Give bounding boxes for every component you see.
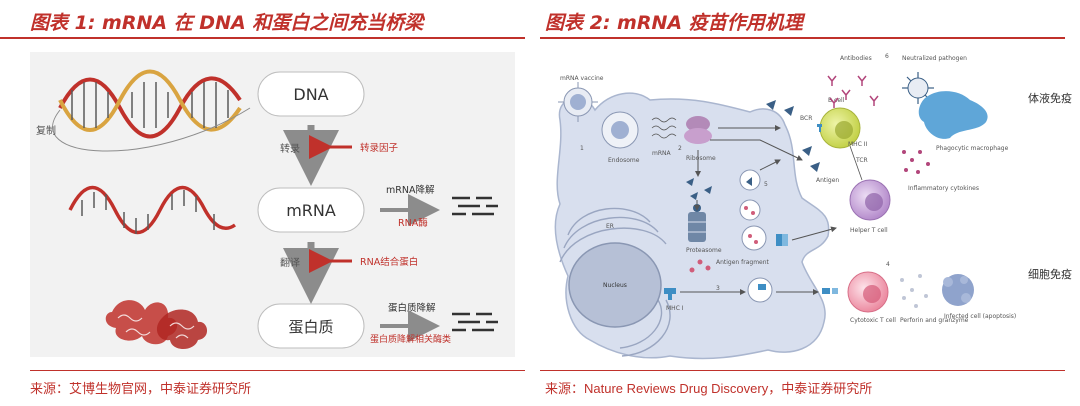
mrna-label: mRNA xyxy=(286,201,336,220)
dna-mrna-protein-diagram: 复制 DNA 转录 转录因子 mRNA mRNA降解 RNA酶 xyxy=(30,52,515,357)
helper-t-cell-label: Helper T cell xyxy=(850,227,888,234)
antibody-icons xyxy=(827,75,879,108)
protease-label: 蛋白质降解相关酶类 xyxy=(370,333,451,345)
ribosome-label: Ribosome xyxy=(686,155,716,162)
cytotoxic-t-cell-nucleus xyxy=(863,285,881,303)
protein-degradation-label: 蛋白质降解 xyxy=(388,302,436,314)
endosome-label: Endosome xyxy=(608,157,640,164)
ribosome-icon xyxy=(684,116,712,144)
step-5-label: 5 xyxy=(764,181,768,188)
mrna-vaccine-mechanism-diagram: mRNA vaccine Endosome 1 mRNA 2 Ribosome xyxy=(545,50,1072,365)
antibodies-label: Antibodies xyxy=(840,55,872,62)
figure-2-source: 来源：Nature Reviews Drug Discovery，中泰证券研究所 xyxy=(545,381,873,396)
humoral-immunity-label: 体液免疫 xyxy=(1028,91,1072,105)
mhc-1-icon xyxy=(664,288,676,300)
perforin-granzyme-label: Perforin and granzyme xyxy=(900,317,969,324)
figure-1-title: 图表 1: mRNA 在 DNA 和蛋白之间充当桥梁 xyxy=(30,12,424,34)
secreted-antigen-icons xyxy=(766,100,820,172)
degraded-mrna-icon xyxy=(452,196,498,216)
perforin-granzyme-dots xyxy=(900,274,928,308)
mrna-vaccine-particle-icon xyxy=(558,82,598,122)
step-4-label: 4 xyxy=(886,261,890,268)
rnase-label: RNA酶 xyxy=(398,217,428,229)
proteasome-label: Proteasome xyxy=(686,247,722,254)
mrna-vaccine-label: mRNA vaccine xyxy=(560,75,604,82)
title-rule xyxy=(0,37,525,39)
protein-structure-icon xyxy=(105,300,208,349)
mhc-2-label: MHC II xyxy=(848,141,868,148)
mrna-degradation-label: mRNA降解 xyxy=(386,184,435,196)
rna-binding-protein-label: RNA结合蛋白 xyxy=(360,256,418,268)
dna-box xyxy=(257,71,365,117)
figure-1-source: 来源：艾博生物官网，中泰证券研究所 xyxy=(30,382,252,397)
protein-box xyxy=(257,303,365,349)
mrna-box xyxy=(257,187,365,233)
pathway-arrows xyxy=(680,125,837,295)
neutralized-pathogen-icon xyxy=(902,72,934,104)
step-2-label: 2 xyxy=(678,145,682,152)
mhc-2-presenting-icon xyxy=(776,234,788,246)
vesicles xyxy=(739,169,773,303)
translation-label: 翻译 xyxy=(280,257,300,269)
dna-helix-icon xyxy=(58,69,242,139)
macrophage xyxy=(918,91,988,139)
title-rule-right xyxy=(540,37,1065,39)
figure-2-title: 图表 2: mRNA 疫苗作用机理 xyxy=(545,12,803,34)
phagocytic-macrophage-label: Phagocytic macrophage xyxy=(936,145,1009,152)
replication-loop xyxy=(52,107,251,152)
replication-label: 复制 xyxy=(36,124,56,137)
antigen-label: Antigen xyxy=(816,177,839,184)
endoplasmic-reticulum-icon xyxy=(559,207,671,357)
neutralized-pathogen-label: Neutralized pathogen xyxy=(902,55,967,62)
antigen-protein-icons xyxy=(686,178,712,200)
source-rule xyxy=(30,370,525,371)
source-rule-right xyxy=(540,370,1065,371)
step-1-label: 1 xyxy=(580,145,584,152)
er-label: ER xyxy=(606,223,614,230)
tcr-label: TCR xyxy=(855,157,868,164)
nucleus xyxy=(568,242,662,328)
mrna-label: mRNA xyxy=(652,150,672,157)
endosome-icon xyxy=(601,111,639,149)
step-6-label: 6 xyxy=(885,53,889,60)
tcr-mhc-1-contact-icon xyxy=(822,288,838,294)
transcription-label: 转录 xyxy=(280,142,300,155)
cellular-immunity-label: 细胞免疫 xyxy=(1028,267,1072,281)
b-cell-nucleus xyxy=(835,121,853,139)
cytotoxic-t-cell-label: Cytotoxic T cell xyxy=(850,317,896,324)
antigen-fragment-icons xyxy=(689,259,711,273)
b-to-t-link xyxy=(849,145,863,181)
bcr-icon xyxy=(817,124,822,132)
degraded-protein-icon xyxy=(452,312,498,332)
nucleus-label: Nucleus xyxy=(603,282,627,289)
inflammatory-cytokines-label: Inflammatory cytokines xyxy=(908,185,979,192)
infected-cell-icon xyxy=(942,274,974,306)
cytokine-dots xyxy=(902,150,930,174)
protein-label: 蛋白质 xyxy=(288,318,333,336)
mhc-1-label: MHC I xyxy=(666,305,684,312)
figure-1-panel: 图表 1: mRNA 在 DNA 和蛋白之间充当桥梁 xyxy=(0,0,535,406)
step-3-label: 3 xyxy=(716,285,720,292)
mrna-strand-icon xyxy=(68,185,237,235)
dna-label: DNA xyxy=(293,85,328,104)
infected-cell-label: Infected cell (apoptosis) xyxy=(944,313,1016,320)
helper-t-cell-nucleus xyxy=(865,193,883,211)
bcr-label: BCR xyxy=(800,115,812,122)
transcription-factor-label: 转录因子 xyxy=(360,142,399,154)
figure-2-panel: 图表 2: mRNA 疫苗作用机理 mRNA vaccine Endosome xyxy=(540,0,1080,406)
mrna-strands-icon xyxy=(651,117,677,139)
antigen-fragment-label: Antigen fragment xyxy=(716,259,770,266)
